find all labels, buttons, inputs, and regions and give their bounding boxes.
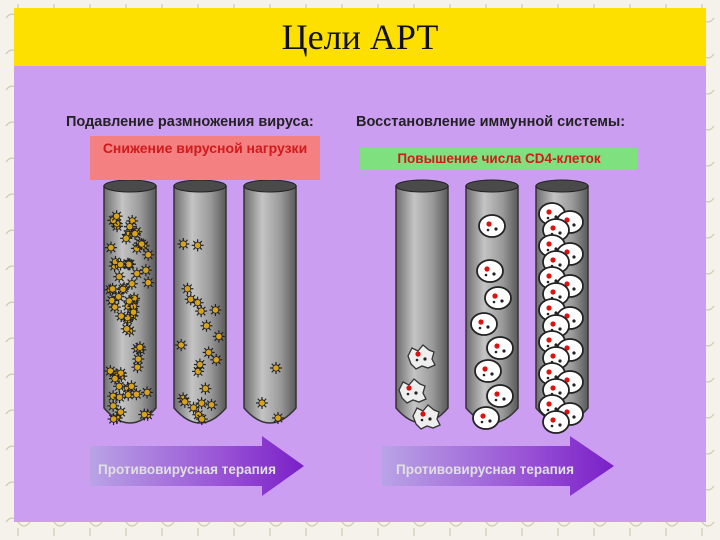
left-heading: Подавление размножения вируса: xyxy=(66,114,314,130)
virus-particle xyxy=(105,242,117,254)
virus-particle xyxy=(127,306,139,318)
virus-particle xyxy=(123,295,135,307)
virus-particle xyxy=(256,397,268,409)
viral-load-badge: Снижение вирусной нагрузки xyxy=(90,136,320,180)
virus-particle xyxy=(138,409,150,421)
virus-particle xyxy=(210,354,222,366)
title-bar: Цели АРТ xyxy=(14,8,706,66)
cd4-cell xyxy=(487,337,513,359)
virus-particle xyxy=(113,291,125,303)
virus-particle xyxy=(142,277,154,289)
virus-particle xyxy=(125,380,137,392)
virus-particle xyxy=(141,386,153,398)
virus-particle xyxy=(196,397,208,409)
cd4-cell xyxy=(487,385,513,407)
cd4-badge: Повышение числа CD4-клеток xyxy=(360,148,638,170)
virus-particle xyxy=(111,210,123,222)
virus-particle xyxy=(199,383,211,395)
virus-particle xyxy=(115,310,127,322)
virus-particle xyxy=(120,232,132,244)
virus-particle xyxy=(194,359,206,371)
cd4-cell xyxy=(543,411,569,433)
virus-particle xyxy=(136,238,148,250)
virus-particle xyxy=(140,264,152,276)
virus-particle xyxy=(177,238,189,250)
virus-particle xyxy=(179,396,191,408)
slide: Цели АРТ xyxy=(14,8,706,522)
cd4-cell xyxy=(477,260,503,282)
virus-particle xyxy=(107,400,119,412)
virus-particle xyxy=(213,330,225,342)
virus-particle xyxy=(114,391,126,403)
virus-particle xyxy=(196,413,208,425)
virus-particle xyxy=(209,304,221,316)
virus-particle xyxy=(175,339,187,351)
virus-particle xyxy=(132,353,144,365)
virus-particle xyxy=(107,283,119,295)
virus-particle xyxy=(115,259,127,271)
test-tube xyxy=(244,180,296,423)
virus-particle xyxy=(108,413,120,425)
cd4-cell xyxy=(485,287,511,309)
virus-particle xyxy=(200,320,212,332)
virus-particle xyxy=(104,365,116,377)
virus-particle xyxy=(131,268,143,280)
virus-particle xyxy=(130,388,142,400)
cd4-cell xyxy=(479,215,505,237)
cd4-cell xyxy=(473,407,499,429)
therapy-label-right: Противовирусная терапия xyxy=(396,462,574,477)
therapy-label-left: Противовирусная терапия xyxy=(98,462,276,477)
virus-particle xyxy=(113,380,125,392)
virus-particle xyxy=(195,305,207,317)
virus-particle xyxy=(270,362,282,374)
virus-particle xyxy=(205,399,217,411)
virus-particle xyxy=(121,323,133,335)
virus-particle xyxy=(272,412,284,424)
virus-particle xyxy=(113,271,125,283)
right-heading: Восстановление иммунной системы: xyxy=(356,114,625,130)
test-tube-illustration xyxy=(14,66,706,522)
virus-particle xyxy=(134,341,146,353)
virus-particle xyxy=(181,283,193,295)
cd4-cell xyxy=(475,360,501,382)
illustration-panel: Подавление размножения вируса: Восстанов… xyxy=(14,66,706,522)
virus-particle xyxy=(192,239,204,251)
cd4-cell xyxy=(471,313,497,335)
slide-title: Цели АРТ xyxy=(282,16,439,58)
